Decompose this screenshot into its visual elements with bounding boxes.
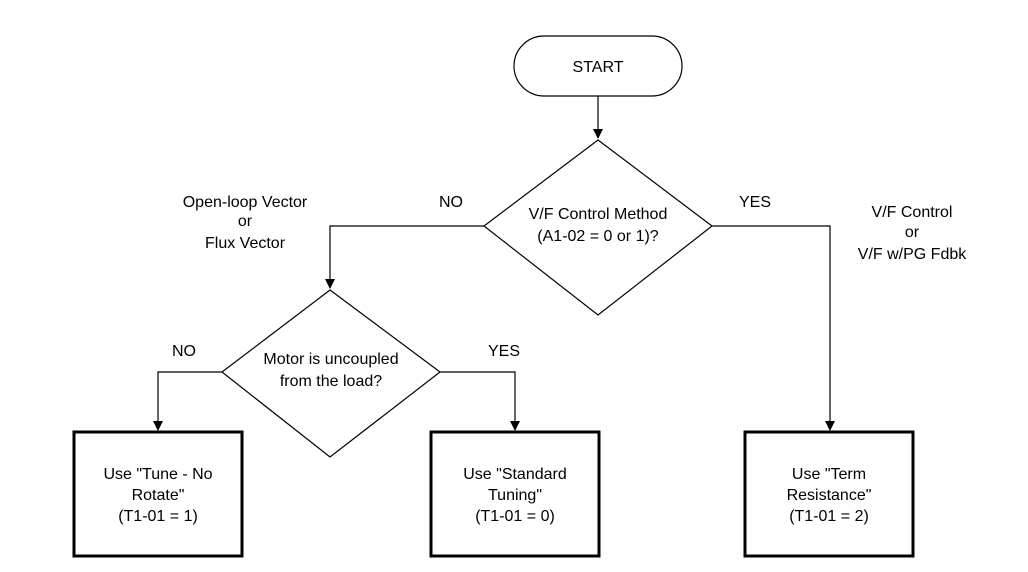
decision-control-method: V/F Control Method (A1-02 = 0 or 1)? <box>483 139 713 316</box>
annotation-left-line1: Open-loop Vector <box>183 194 308 211</box>
decision-control-line2: (A1-02 = 0 or 1)? <box>537 228 659 245</box>
result-box-standard-tuning: Use "Standard Tuning" (T1-01 = 0) <box>429 430 601 558</box>
annotation-left: Open-loop Vector or Flux Vector <box>183 194 308 252</box>
connector-motor-yes <box>440 371 520 431</box>
annotation-left-line2: or <box>238 213 253 230</box>
connector-motor-no <box>153 371 222 431</box>
start-label: START <box>573 59 624 76</box>
branch-label-motor-no: NO <box>172 343 196 360</box>
annotation-right: V/F Control or V/F w/PG Fdbk <box>858 204 967 263</box>
result-no-rotate-line2: Rotate" <box>132 487 185 504</box>
connector-control-yes <box>712 225 835 431</box>
result-term-resistance-line3: (T1-01 = 2) <box>789 508 869 525</box>
result-standard-line2: Tuning" <box>488 487 542 504</box>
connector-control-no <box>325 225 484 289</box>
result-no-rotate-line1: Use "Tune - No <box>103 466 212 483</box>
result-no-rotate-line3: (T1-01 = 1) <box>118 508 198 525</box>
result-term-resistance-line2: Resistance" <box>787 487 872 504</box>
annotation-right-line1: V/F Control <box>872 204 953 221</box>
branch-label-motor-yes: YES <box>488 343 520 360</box>
result-box-no-rotate: Use "Tune - No Rotate" (T1-01 = 1) <box>72 430 244 558</box>
decision-control-line1: V/F Control Method <box>529 206 668 223</box>
result-standard-line1: Use "Standard <box>463 466 567 483</box>
branch-label-control-yes: YES <box>739 194 771 211</box>
annotation-right-line3: V/F w/PG Fdbk <box>858 246 967 263</box>
start-terminal: START <box>513 35 683 97</box>
annotation-right-line2: or <box>905 224 920 241</box>
annotation-left-line3: Flux Vector <box>205 235 286 252</box>
result-term-resistance-line1: Use "Term <box>792 466 866 483</box>
result-box-term-resistance: Use "Term Resistance" (T1-01 = 2) <box>743 430 915 558</box>
decision-motor-line1: Motor is uncoupled <box>263 351 398 368</box>
decision-motor-line2: from the load? <box>280 373 382 390</box>
branch-label-control-no: NO <box>439 194 463 211</box>
result-standard-line3: (T1-01 = 0) <box>475 508 555 525</box>
decision-motor-uncoupled: Motor is uncoupled from the load? <box>221 289 441 458</box>
